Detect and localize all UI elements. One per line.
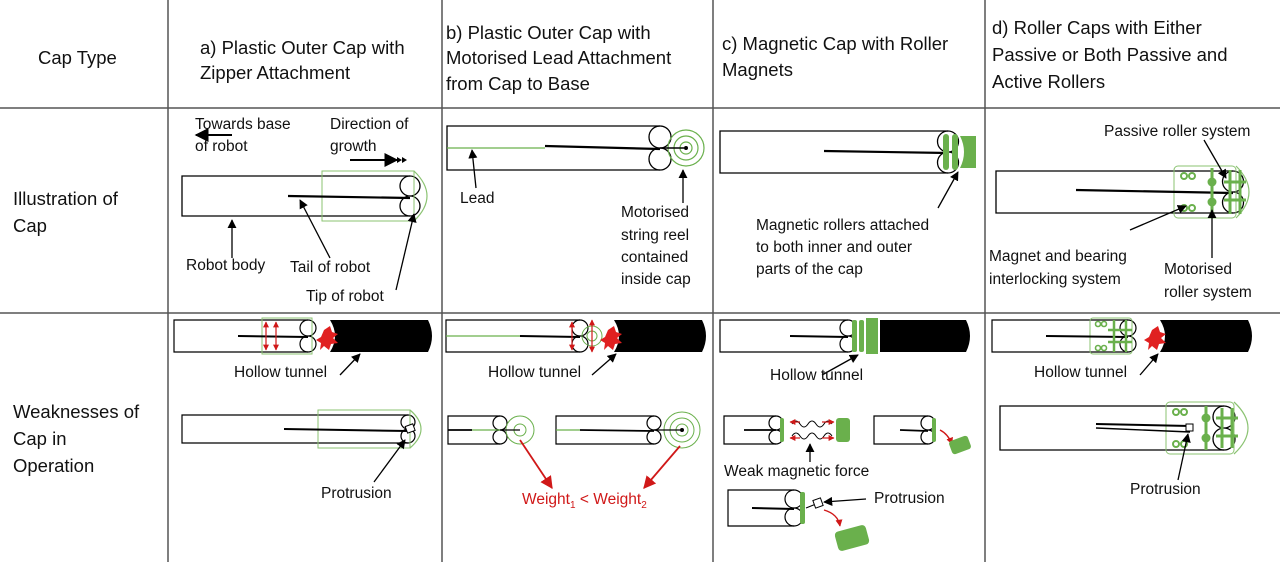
label-hollow-tunnel-a: Hollow tunnel [234, 364, 328, 381]
label-motorised-roller-1: Motorised [1164, 261, 1233, 278]
col-b-illustration [446, 125, 705, 203]
col-d-weakness [991, 317, 1252, 481]
label-magnet-bearing-2: interlocking system [989, 271, 1121, 288]
label-protrusion-c: Protrusion [874, 490, 945, 507]
col-c-illustration [719, 130, 976, 209]
label-weak-magnetic-force: Weak magnetic force [724, 463, 870, 480]
label-towards-base-1: Towards base [195, 116, 291, 133]
corner-header: Cap Type [38, 47, 117, 68]
label-protrusion-a: Protrusion [321, 485, 392, 502]
label-robot-body: Robot body [186, 257, 266, 274]
label-rollers-3: parts of the cap [756, 261, 863, 278]
label-reel-3: contained [621, 249, 689, 266]
label-direction-growth-2: growth [330, 138, 377, 155]
label-passive-roller: Passive roller system [1104, 123, 1251, 140]
column-header-b-line-2: Motorised Lead Attachment [446, 47, 672, 68]
label-motorised-roller-2: roller system [1164, 284, 1252, 301]
col-b-weakness [445, 319, 706, 490]
column-header-b-line-1: b) Plastic Outer Cap with [446, 22, 651, 43]
column-header-c-line-1: c) Magnetic Cap with Roller [722, 33, 949, 54]
label-weight-1-sub: 1 [569, 500, 576, 512]
row-label-illustration-line-2: Cap [13, 215, 47, 236]
label-protrusion-d: Protrusion [1130, 481, 1201, 498]
column-header-c-line-2: Magnets [722, 59, 793, 80]
label-reel-1: Motorised [621, 204, 690, 221]
label-rollers-1: Magnetic rollers attached [756, 217, 930, 234]
label-hollow-tunnel-b: Hollow tunnel [488, 364, 582, 381]
column-header-a-line-2: Zipper Attachment [200, 62, 351, 83]
label-reel-4: inside cap [621, 271, 691, 288]
column-header-d-line-3: Active Rollers [992, 71, 1106, 92]
label-weight-1: Weight [522, 491, 570, 508]
label-towards-base-2: of robot [195, 138, 248, 155]
column-header-a-line-1: a) Plastic Outer Cap with [200, 37, 405, 58]
label-hollow-tunnel-d: Hollow tunnel [1034, 364, 1128, 381]
label-weight-2-sub: 2 [641, 500, 647, 512]
row-label-weaknesses-line-2: Cap in [13, 428, 67, 449]
label-tail-of-robot: Tail of robot [290, 259, 371, 276]
label-weight-op: < [579, 491, 589, 508]
label-rollers-2: to both inner and outer [756, 239, 912, 256]
row-label-weaknesses-line-3: Operation [13, 455, 95, 476]
row-label-weaknesses-line-1: Weaknesses of [13, 401, 140, 422]
label-weight-comparison: Weight1 < Weight2 [522, 490, 647, 515]
label-weight-2: Weight [593, 491, 642, 508]
col-c-weakness [719, 318, 971, 551]
label-tip-of-robot: Tip of robot [306, 288, 384, 305]
column-header-d-line-1: d) Roller Caps with Either [992, 17, 1202, 38]
col-a-weakness [173, 317, 432, 483]
col-d-illustration [995, 139, 1250, 258]
col-a-illustration [181, 128, 428, 291]
label-hollow-tunnel-c: Hollow tunnel [770, 367, 864, 384]
column-header-b-line-3: from Cap to Base [446, 73, 590, 94]
label-magnet-bearing-1: Magnet and bearing [989, 248, 1127, 265]
column-header-d-line-2: Passive or Both Passive and [992, 44, 1228, 65]
row-label-illustration-line-1: Illustration of [13, 188, 118, 209]
label-lead: Lead [460, 190, 495, 207]
label-reel-2: string reel [621, 227, 690, 244]
label-direction-growth-1: Direction of [330, 116, 409, 133]
